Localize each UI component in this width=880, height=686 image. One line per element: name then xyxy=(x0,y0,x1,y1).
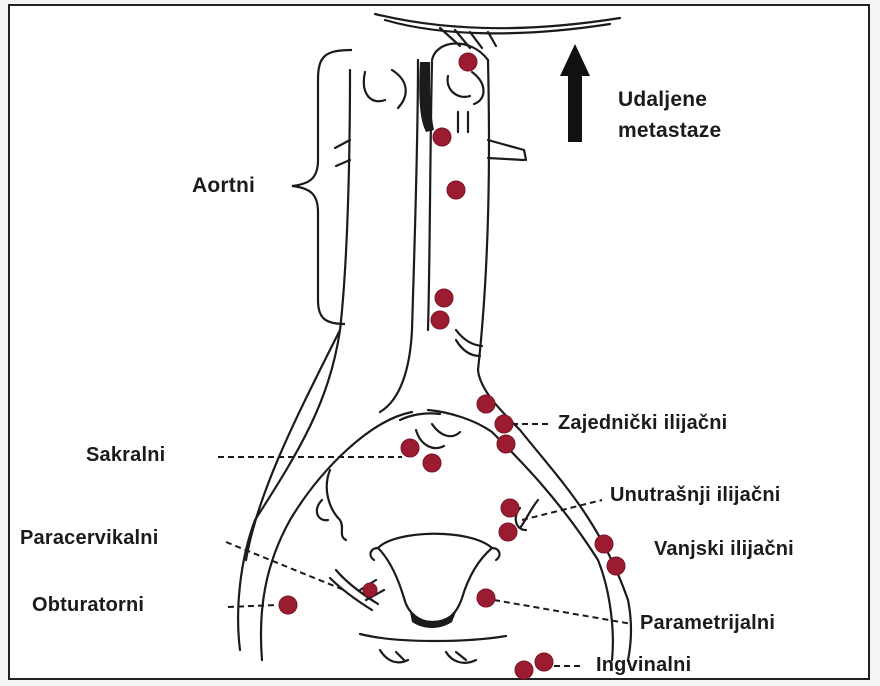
label-distant-metastases: Udaljene metastaze xyxy=(618,84,778,146)
lymph-node-icon xyxy=(497,435,515,453)
lymph-node-icon xyxy=(423,454,441,472)
lymph-node-icon xyxy=(499,523,517,541)
lymph-node-icon xyxy=(435,289,453,307)
label-parametrial: Parametrijalni xyxy=(640,612,775,635)
lymph-node-icon xyxy=(401,439,419,457)
uterus-outline xyxy=(378,534,492,622)
lymph-node-icon xyxy=(433,128,451,146)
lymph-node-icon xyxy=(607,557,625,575)
lymph-node-icon xyxy=(477,395,495,413)
lymph-node-icon xyxy=(501,499,519,517)
label-aortic: Aortni xyxy=(192,174,255,198)
leader-obturator xyxy=(228,605,276,607)
leader-internal-iliac xyxy=(522,500,602,520)
label-sacral: Sakralni xyxy=(86,444,165,467)
lymph-node-icon xyxy=(363,583,377,597)
lymph-node-icon xyxy=(535,653,553,671)
brace-icon xyxy=(292,50,352,324)
lymph-node-icon xyxy=(431,311,449,329)
lymph-node-icon xyxy=(447,181,465,199)
lymph-node-icon xyxy=(459,53,477,71)
label-external-iliac: Vanjski ilijačni xyxy=(654,538,794,561)
lymph-node-icon xyxy=(515,661,533,679)
label-common-iliac: Zajednički ilijačni xyxy=(558,412,727,435)
vena-cava-outline xyxy=(238,70,350,650)
lymph-node-icon xyxy=(477,589,495,607)
label-internal-iliac: Unutrašnji ilijačni xyxy=(610,484,781,507)
label-obturator: Obturatorni xyxy=(32,594,144,617)
label-paracervical: Paracervikalni xyxy=(20,527,158,550)
lymph-node-icon xyxy=(279,596,297,614)
lymph-node-icon xyxy=(595,535,613,553)
lymph-node-icon xyxy=(495,415,513,433)
up-arrow-icon xyxy=(560,44,590,142)
label-inguinal: Ingvinalni xyxy=(596,654,691,677)
